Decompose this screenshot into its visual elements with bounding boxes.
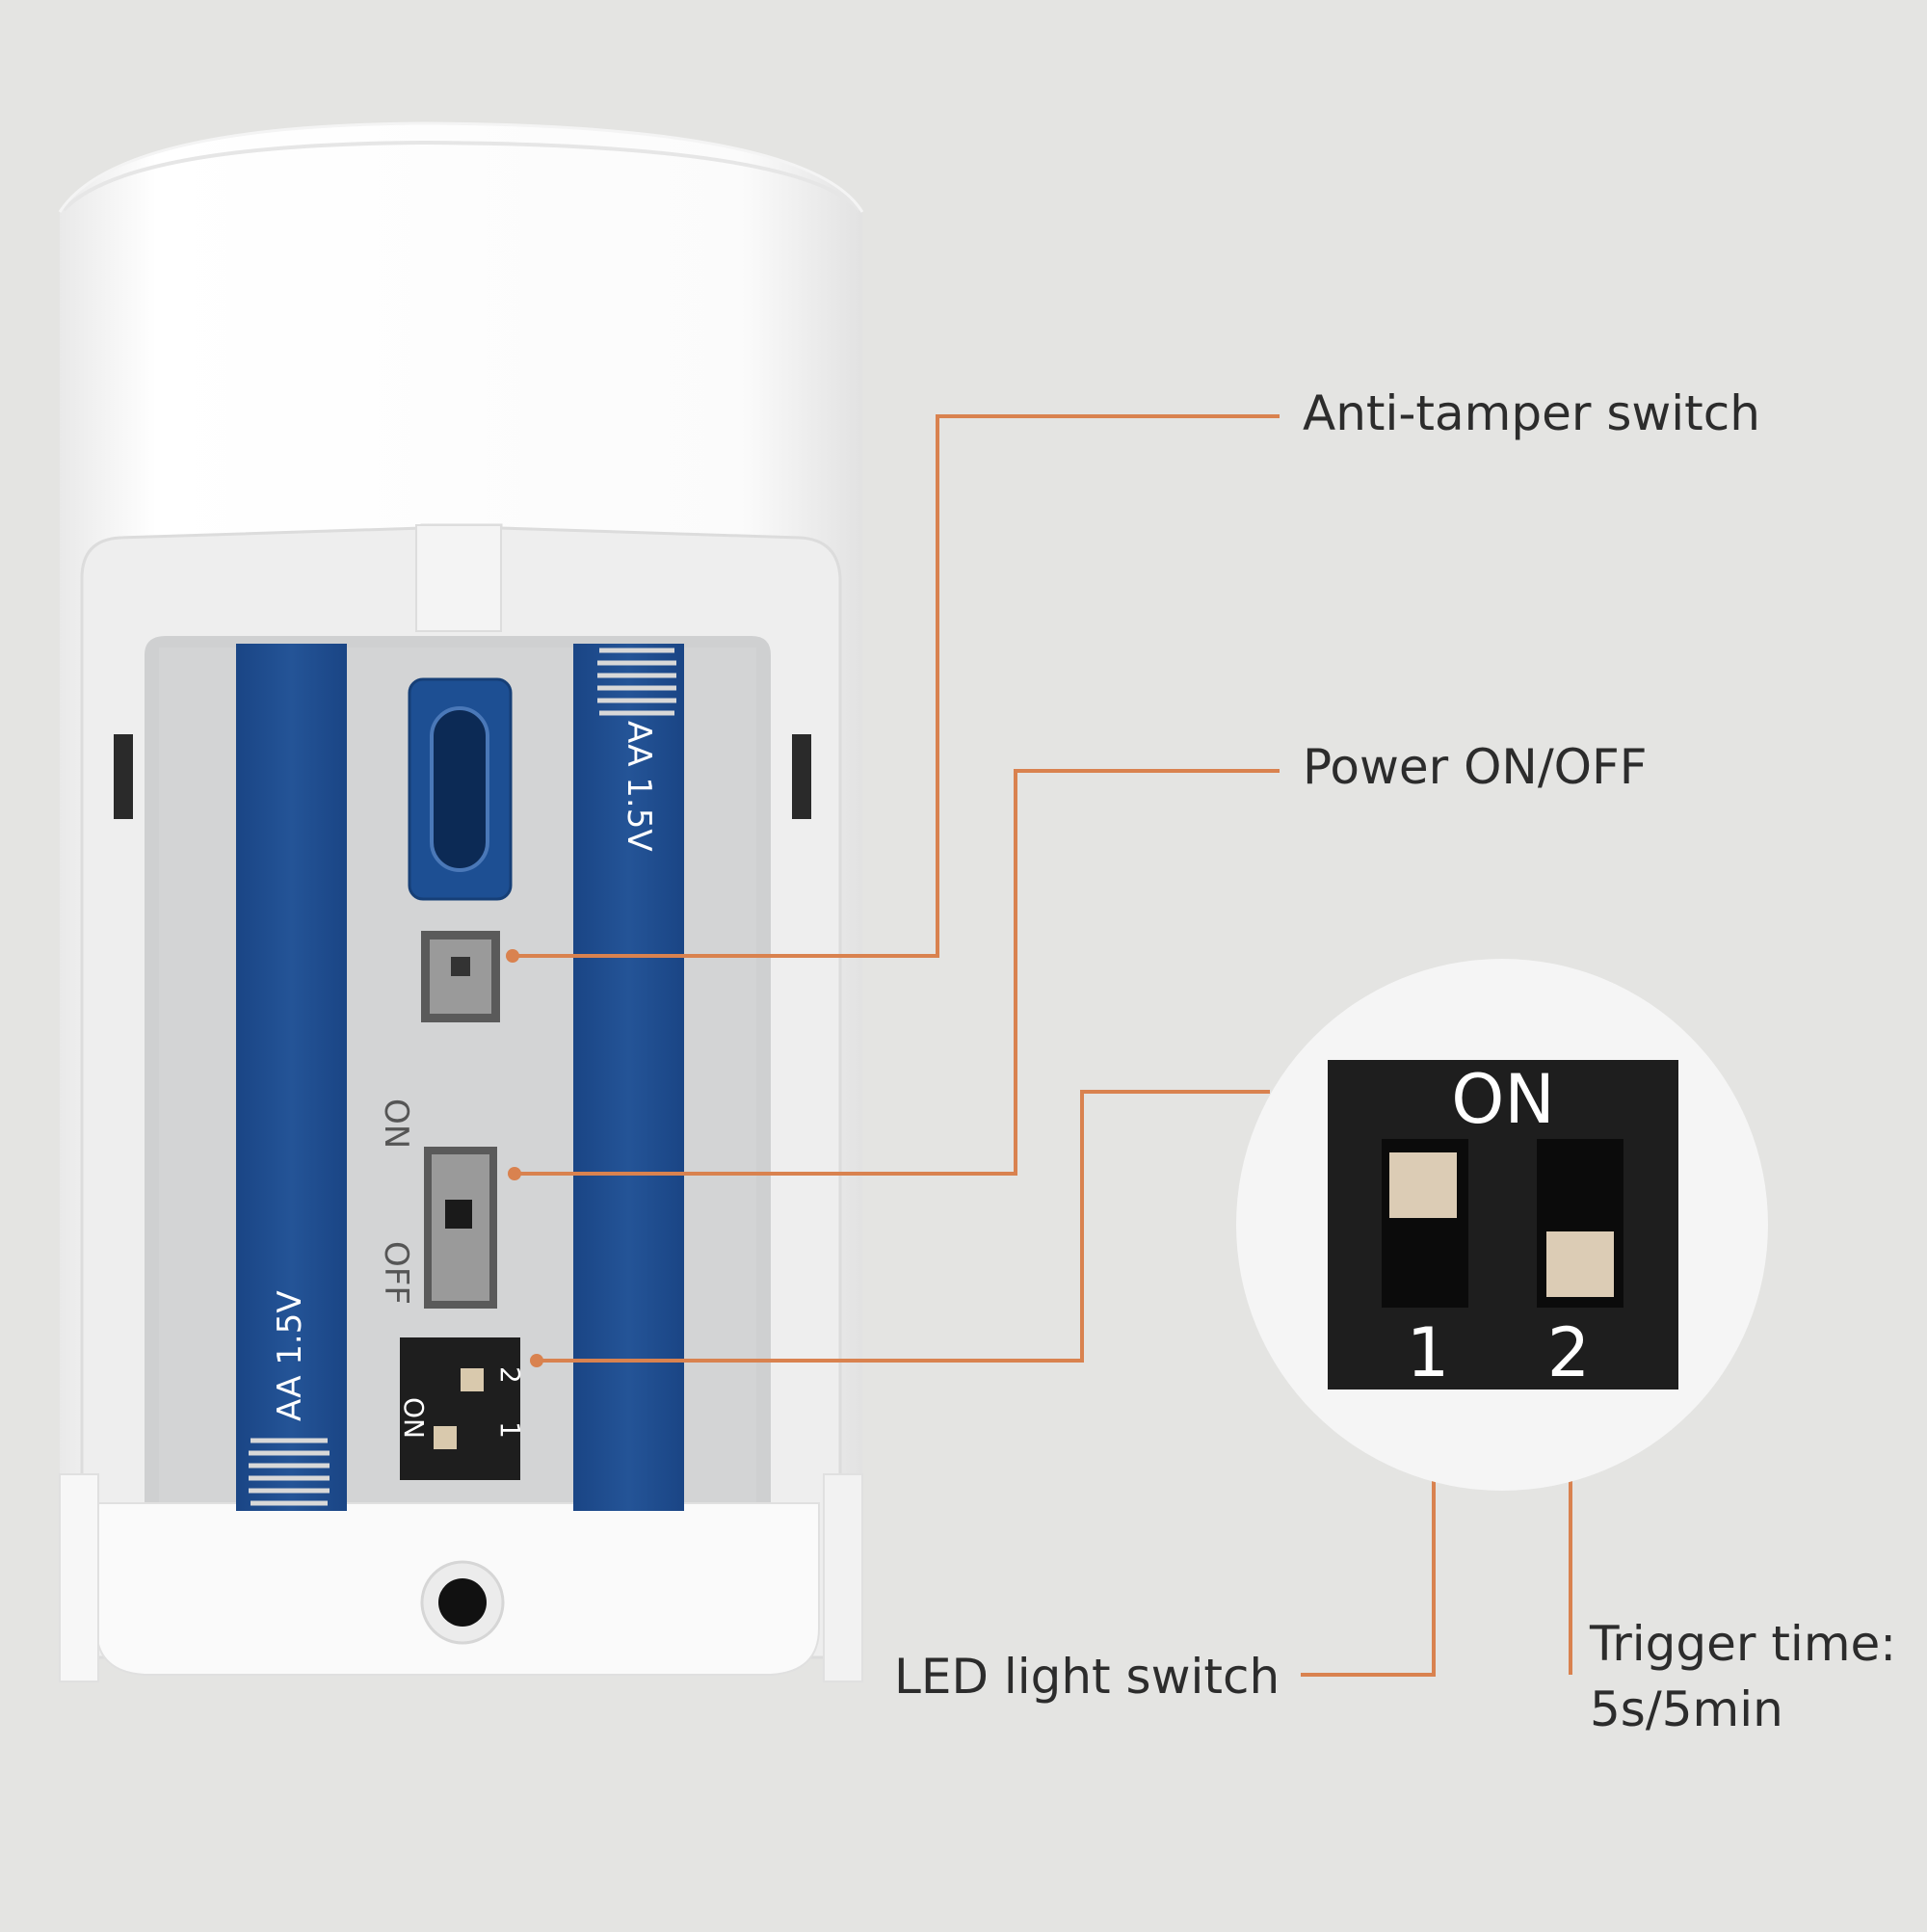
battery-right: AA 1.5V bbox=[573, 644, 684, 1511]
power-switch[interactable]: ON OFF bbox=[377, 1098, 497, 1309]
leader-lines bbox=[511, 414, 1572, 1677]
label-trigger-time-line1: Trigger time: bbox=[1590, 1616, 1897, 1672]
usb-port[interactable] bbox=[408, 677, 513, 901]
zoom-label-2: 2 bbox=[1547, 1313, 1591, 1392]
power-switch-on-label: ON bbox=[377, 1098, 415, 1149]
anti-tamper-switch[interactable] bbox=[421, 931, 500, 1022]
leader-dip bbox=[535, 1090, 1270, 1363]
dip-switch-small[interactable]: ON 1 2 bbox=[398, 1337, 526, 1480]
power-switch-off-label: OFF bbox=[377, 1241, 415, 1305]
zoom-label-1: 1 bbox=[1407, 1313, 1450, 1392]
battery-left-label: AA 1.5V bbox=[271, 1290, 309, 1421]
battery-left: AA 1.5V bbox=[236, 644, 347, 1511]
leader-anti-tamper bbox=[511, 414, 1280, 958]
battery-right-label: AA 1.5V bbox=[620, 721, 658, 852]
label-anti-tamper-switch: Anti-tamper switch bbox=[1303, 385, 1760, 441]
dip-small-label-1: 1 bbox=[494, 1421, 526, 1439]
leader-power bbox=[513, 769, 1280, 1176]
leader-led bbox=[1301, 1403, 1436, 1677]
label-trigger-time-line2: 5s/5min bbox=[1590, 1681, 1783, 1737]
zoom-callout: ON 1 2 bbox=[1236, 959, 1768, 1491]
zoom-knob-2 bbox=[1546, 1231, 1614, 1297]
battery-spring-left bbox=[249, 1438, 330, 1506]
zoom-knob-1 bbox=[1389, 1152, 1457, 1218]
label-led-light-switch: LED light switch bbox=[894, 1649, 1280, 1705]
dip-small-label-2: 2 bbox=[494, 1366, 526, 1384]
zoom-on-label: ON bbox=[1451, 1060, 1554, 1139]
dip-small-on-label: ON bbox=[398, 1397, 430, 1439]
label-power-on-off: Power ON/OFF bbox=[1303, 739, 1648, 795]
battery-spring-right bbox=[597, 648, 676, 716]
